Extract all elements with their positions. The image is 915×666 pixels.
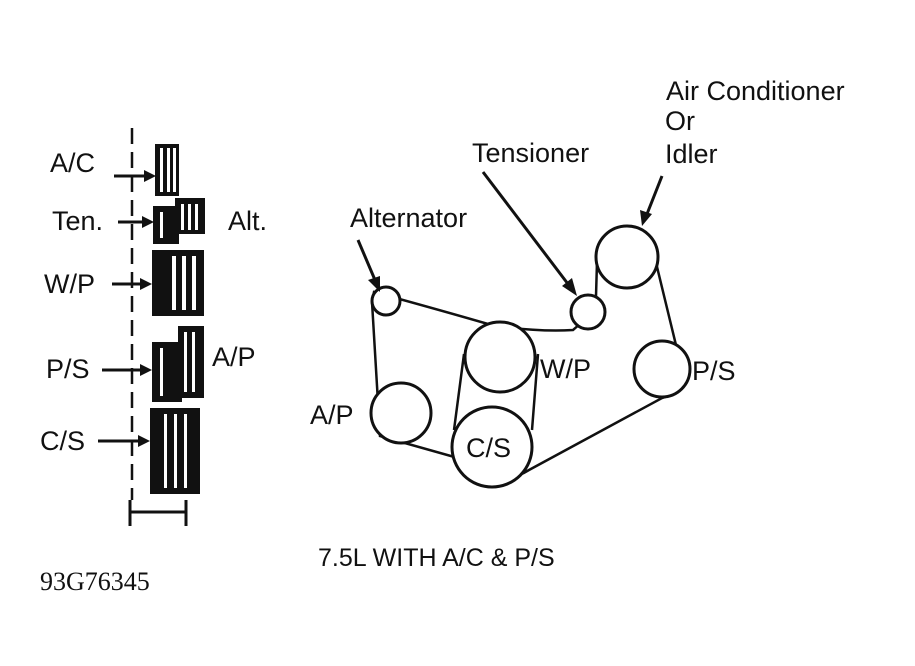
label-air-conditioner: Air Conditioner [666,76,845,106]
side-label-ac: A/C [50,148,95,178]
label-ap: A/P [310,400,354,430]
side-cs-arrow [98,435,150,447]
side-ps-arrow [102,364,152,376]
side-wp-pulley [152,250,204,316]
tensioner-arrow [481,171,577,296]
power-steering-pulley [632,339,692,399]
side-cs-pulley [150,408,200,494]
air-conditioner-pulley [594,224,660,290]
side-view: A/C Ten. Alt. W/P P/S A/P C/S [40,128,267,526]
label-tensioner: Tensioner [472,138,589,168]
diagram-caption: 7.5L WITH A/C & P/S [318,544,555,572]
side-label-ap: A/P [212,342,256,372]
side-ten-alt-pulley [153,198,205,244]
front-view: Air Conditioner Or Idler Tensioner Alter… [310,76,845,489]
label-idler: Idler [665,139,718,169]
crankshaft-pulley [450,405,534,489]
side-ac-pulley [155,144,179,196]
water-pump-pulley [463,320,537,394]
label-ps: P/S [692,356,736,386]
label-alternator: Alternator [350,203,467,233]
ac-arrow [640,175,664,226]
side-label-wp: W/P [44,269,95,299]
label-cs: C/S [466,433,511,463]
side-ac-arrow [114,170,156,182]
label-wp: W/P [540,354,591,384]
tensioner-pulley [569,293,607,331]
alternator-arrow [356,239,380,292]
figure-code: 93G76345 [40,567,150,596]
side-wp-arrow [112,278,152,290]
wp-belt-loop [452,353,540,431]
air-pump-pulley [369,381,433,445]
side-label-ten: Ten. [52,206,103,236]
side-ps-ap-pulley [152,326,204,402]
side-label-ps: P/S [46,354,90,384]
label-or: Or [665,106,695,136]
side-label-cs: C/S [40,426,85,456]
side-ten-arrow [118,216,154,228]
side-label-alt: Alt. [228,206,267,236]
alternator-pulley [370,285,402,317]
